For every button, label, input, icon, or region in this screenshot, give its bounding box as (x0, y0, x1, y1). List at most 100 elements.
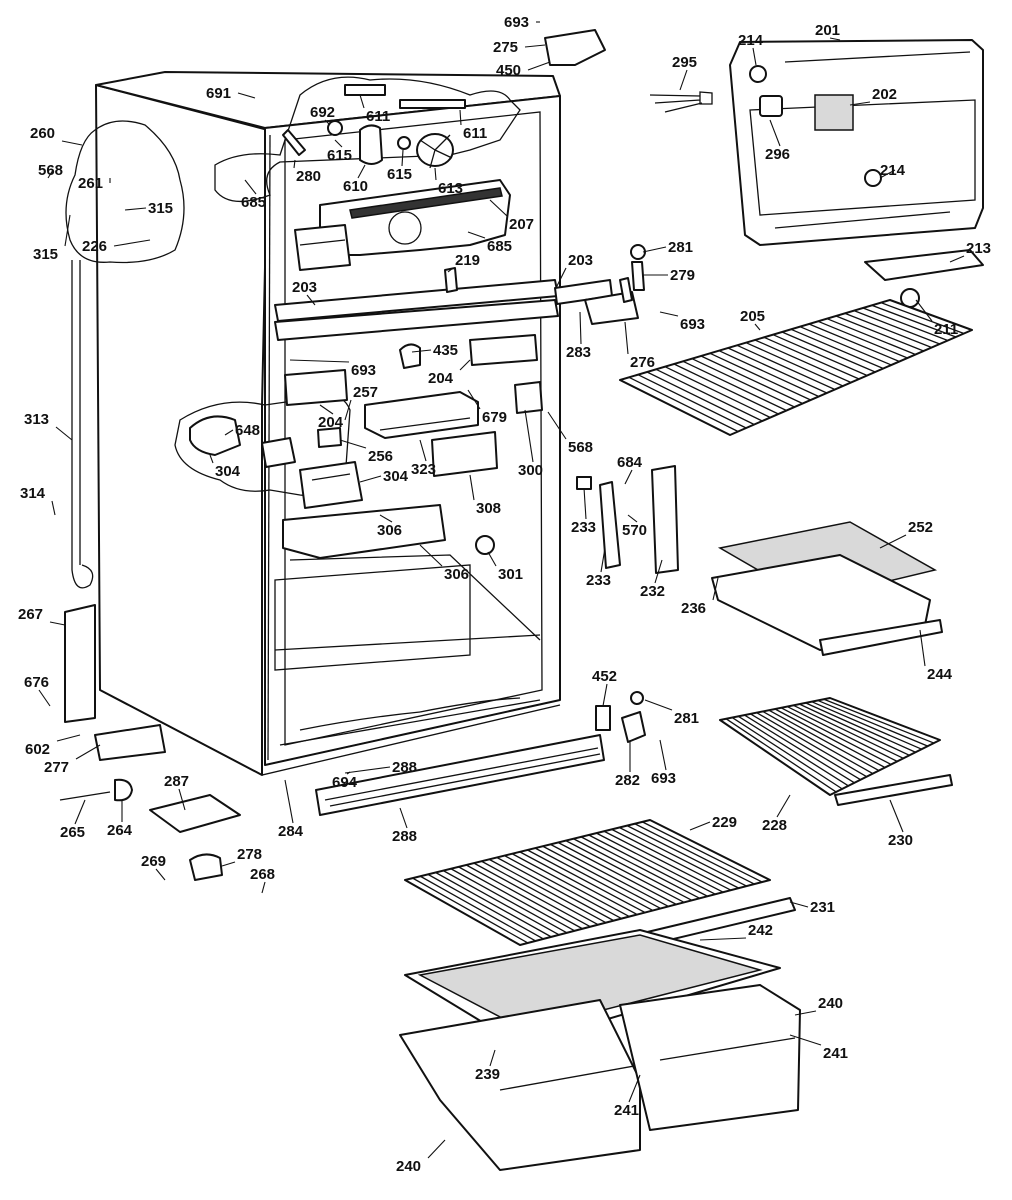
leader-230 (889, 799, 904, 833)
shelf-wire (611, 828, 732, 891)
leader-301 (487, 551, 497, 567)
leader-315-a (124, 207, 147, 211)
leader-281-a (642, 246, 667, 253)
part-label-276: 276 (630, 354, 655, 371)
part-label-284: 284 (278, 823, 304, 840)
part-label-203-b: 203 (292, 279, 317, 296)
leader-611-b (459, 109, 462, 126)
part-label-570: 570 (622, 522, 647, 539)
thermostat-parts (189, 415, 363, 509)
leader-304-a (209, 454, 214, 464)
freezer-door-liner (729, 39, 984, 246)
leader-280 (293, 159, 296, 169)
leader-201 (829, 37, 841, 41)
leader-240-a (794, 1010, 817, 1016)
shelf-wire (709, 352, 811, 401)
leader-207 (489, 199, 508, 217)
leader-232 (654, 559, 663, 584)
shelf-wire (805, 702, 916, 753)
shelf-wire (725, 718, 837, 793)
part-label-229: 229 (712, 814, 737, 831)
shelf-wire (435, 871, 552, 938)
leader-676 (38, 689, 51, 707)
leader-226 (113, 239, 151, 247)
part-label-231: 231 (810, 899, 835, 916)
shelf-wire (844, 312, 932, 349)
part-label-684: 684 (617, 454, 643, 471)
shelf-wire (496, 856, 615, 922)
part-label-278: 278 (237, 846, 262, 863)
part-label-203-a: 203 (568, 252, 593, 269)
leader-288-a (344, 766, 391, 774)
shelf-wire (655, 368, 763, 422)
shelf-wire (790, 328, 884, 370)
shelf-wire (634, 823, 755, 885)
shelf-wire (750, 713, 861, 781)
leader-323 (419, 439, 427, 462)
part-label-261: 261 (78, 175, 103, 192)
part-label-275: 275 (493, 39, 518, 56)
shelf-wire (573, 838, 693, 901)
leader-288-b (399, 807, 408, 829)
crisper-drawers (399, 984, 801, 1171)
panel-267 (64, 604, 96, 723)
leader-257 (344, 399, 352, 421)
leader-203-a (554, 267, 567, 291)
part-label-450: 450 (496, 62, 521, 79)
leader-203-b (306, 294, 316, 306)
leader-211 (915, 299, 933, 322)
shelf-wire (664, 366, 771, 419)
part-label-239: 239 (475, 1066, 500, 1083)
leader-313 (55, 426, 73, 441)
leader-228 (776, 794, 791, 818)
shelf-wire (737, 715, 849, 787)
part-label-648: 648 (235, 422, 260, 439)
part-label-241-a: 241 (823, 1045, 848, 1062)
part-label-315-a: 315 (148, 200, 173, 217)
top-hinge (544, 29, 606, 66)
leader-284 (284, 779, 294, 824)
pin-279 (631, 261, 645, 291)
shelf-wire (826, 318, 916, 356)
leader-693-d (659, 739, 667, 771)
part-label-435: 435 (433, 342, 458, 359)
shelf-wire (473, 862, 591, 928)
leader-315-b (64, 214, 71, 247)
shelf-wire (763, 336, 860, 380)
shelf-wire (754, 339, 852, 384)
part-label-308: 308 (476, 500, 501, 517)
part-label-213: 213 (966, 240, 991, 257)
shelf-wire (768, 709, 880, 772)
bracket-277 (94, 724, 166, 761)
part-label-602: 602 (25, 741, 50, 758)
part-label-236: 236 (681, 600, 706, 617)
shelf-wire (626, 825, 747, 887)
part-label-242: 242 (748, 922, 773, 939)
leader-615-a (334, 139, 343, 148)
washer-281 (630, 244, 646, 260)
part-label-323: 323 (411, 461, 436, 478)
leader-204-a (459, 359, 471, 371)
part-label-676: 676 (24, 674, 49, 691)
part-label-315-b: 315 (33, 246, 58, 263)
leader-306-a (379, 514, 393, 523)
leader-260 (61, 140, 83, 146)
leader-241-a (789, 1034, 822, 1046)
leader-304-b (359, 475, 382, 483)
shelf-wire (465, 864, 583, 930)
leader-213 (949, 255, 965, 263)
shelf-wire (603, 830, 724, 893)
shelf-wire (811, 701, 922, 750)
shelf-wire (880, 302, 965, 335)
part-label-691: 691 (206, 85, 231, 102)
shelf-wire (700, 355, 803, 405)
part-label-611-a: 611 (366, 108, 390, 125)
shelf-wire (542, 845, 661, 910)
part-label-241-b: 241 (614, 1102, 639, 1119)
shelf-wire (793, 704, 904, 759)
leader-283 (579, 311, 582, 345)
part-label-314: 314 (20, 485, 46, 502)
shelf-wire (673, 363, 779, 415)
part-label-693-top: 693 (504, 14, 529, 31)
shelf-wire (736, 344, 836, 391)
